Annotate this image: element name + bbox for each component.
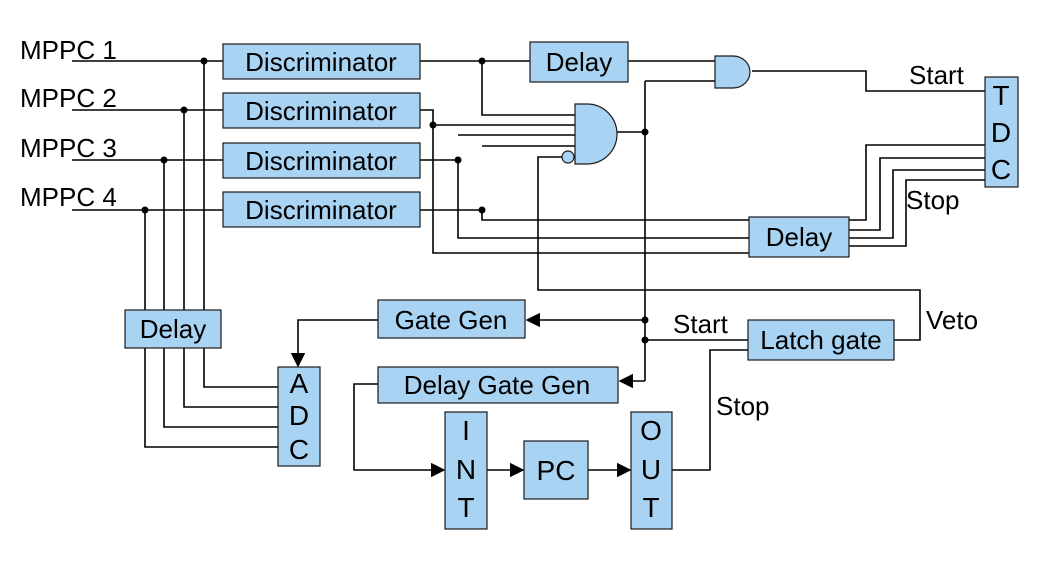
delay-stop: Delay: [748, 216, 850, 258]
discriminator-label: Discriminator: [245, 96, 397, 126]
delay-gate-gen-block: Delay Gate Gen: [377, 366, 619, 404]
tdc-stop-label: Stop: [906, 185, 960, 215]
svg-text:Gate Gen: Gate Gen: [395, 305, 508, 335]
svg-text:T: T: [457, 492, 474, 523]
svg-text:Latch gate: Latch gate: [760, 325, 881, 355]
svg-text:N: N: [456, 454, 476, 485]
delay-adc: Delay: [124, 309, 222, 349]
veto-label: Veto: [926, 305, 978, 335]
delay-label: Delay: [546, 47, 612, 77]
tdc-start-label: Start: [909, 60, 965, 90]
svg-text:C: C: [289, 434, 309, 465]
gate-gen-block: Gate Gen: [377, 299, 526, 339]
latch-stop-label: Stop: [716, 391, 770, 421]
adc-block: A D C: [277, 366, 321, 467]
mppc-2-label: MPPC 2: [20, 83, 117, 113]
discriminator-4: Discriminator: [222, 191, 421, 228]
svg-text:D: D: [991, 117, 1011, 148]
out-block: O U T: [630, 411, 673, 530]
discriminator-2: Discriminator: [222, 92, 421, 129]
discriminator-label: Discriminator: [245, 146, 397, 176]
mppc-3-label: MPPC 3: [20, 133, 117, 163]
svg-text:A: A: [290, 368, 309, 399]
mppc-4-label: MPPC 4: [20, 182, 117, 212]
discriminator-1: Discriminator: [222, 43, 421, 80]
svg-text:D: D: [289, 400, 309, 431]
coincidence-and-gate: [561, 103, 618, 165]
svg-text:I: I: [462, 415, 470, 446]
veto-inversion-bubble: [561, 150, 575, 164]
delay-label: Delay: [766, 222, 832, 252]
pc-block: PC: [523, 440, 589, 500]
int-block: I N T: [444, 411, 488, 530]
discriminator-label: Discriminator: [245, 47, 397, 77]
svg-text:U: U: [641, 454, 661, 485]
svg-text:T: T: [642, 492, 659, 523]
start-and-gate: [714, 55, 751, 89]
tdc-block: T D C: [984, 76, 1019, 188]
delay-start: Delay: [529, 41, 629, 83]
svg-text:C: C: [991, 154, 1011, 185]
svg-text:T: T: [992, 80, 1009, 111]
svg-text:PC: PC: [537, 455, 576, 486]
latch-gate-block: Latch gate: [747, 319, 895, 361]
mppc-1-label: MPPC 1: [20, 35, 117, 65]
delay-label: Delay: [140, 314, 206, 344]
junction-dots: [141, 57, 649, 344]
svg-text:O: O: [640, 415, 662, 446]
svg-text:Delay Gate Gen: Delay Gate Gen: [404, 370, 590, 400]
discriminator-3: Discriminator: [222, 142, 421, 179]
wires: [72, 60, 985, 478]
latch-start-label: Start: [673, 309, 729, 339]
discriminator-label: Discriminator: [245, 195, 397, 225]
input-labels: MPPC 1 MPPC 2 MPPC 3 MPPC 4: [20, 35, 117, 212]
